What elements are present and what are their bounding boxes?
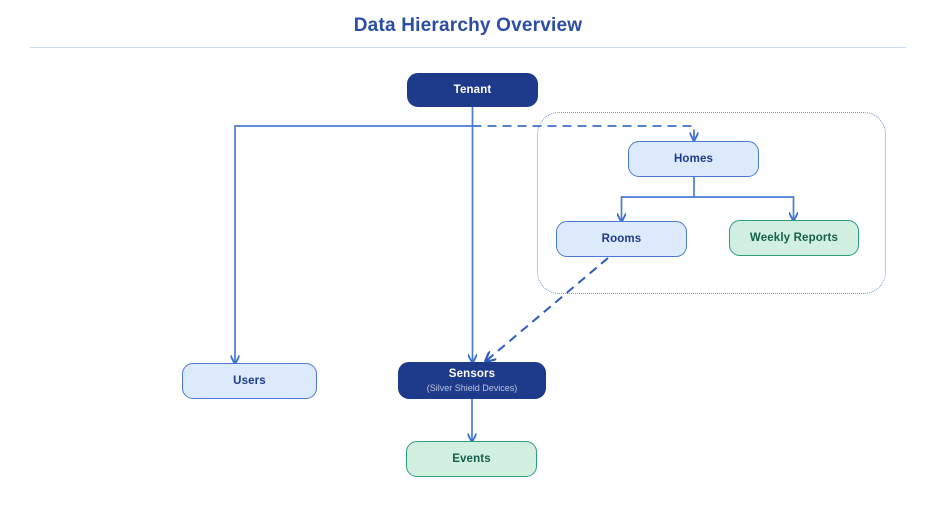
home-scope-group-boundary [537,112,886,294]
header-divider [30,47,906,48]
node-sensors-label: Sensors [448,368,496,380]
node-tenant-label: Tenant [453,84,492,96]
node-sensors-sublabel: (Silver Shield Devices) [426,383,518,393]
page-title: Data Hierarchy Overview [353,15,583,36]
node-rooms[interactable]: Rooms [556,221,687,257]
node-homes-label: Homes [673,153,714,165]
edge-tenant-users [235,125,473,363]
node-weekly-reports[interactable]: Weekly Reports [729,220,859,256]
node-sensors[interactable]: Sensors (Silver Shield Devices) [398,362,546,399]
edge-homes-weekly-reports [694,196,794,220]
node-events[interactable]: Events [406,441,537,477]
edge-rooms-sensors [486,257,609,361]
edge-homes-rooms [622,196,694,221]
node-tenant[interactable]: Tenant [407,73,538,107]
node-homes[interactable]: Homes [628,141,759,177]
node-users[interactable]: Users [182,363,317,399]
node-users-label: Users [233,375,266,387]
node-events-label: Events [452,453,491,465]
node-rooms-label: Rooms [601,233,642,245]
edge-tenant-homes [472,125,695,140]
node-weekly-reports-label: Weekly Reports [749,232,839,244]
